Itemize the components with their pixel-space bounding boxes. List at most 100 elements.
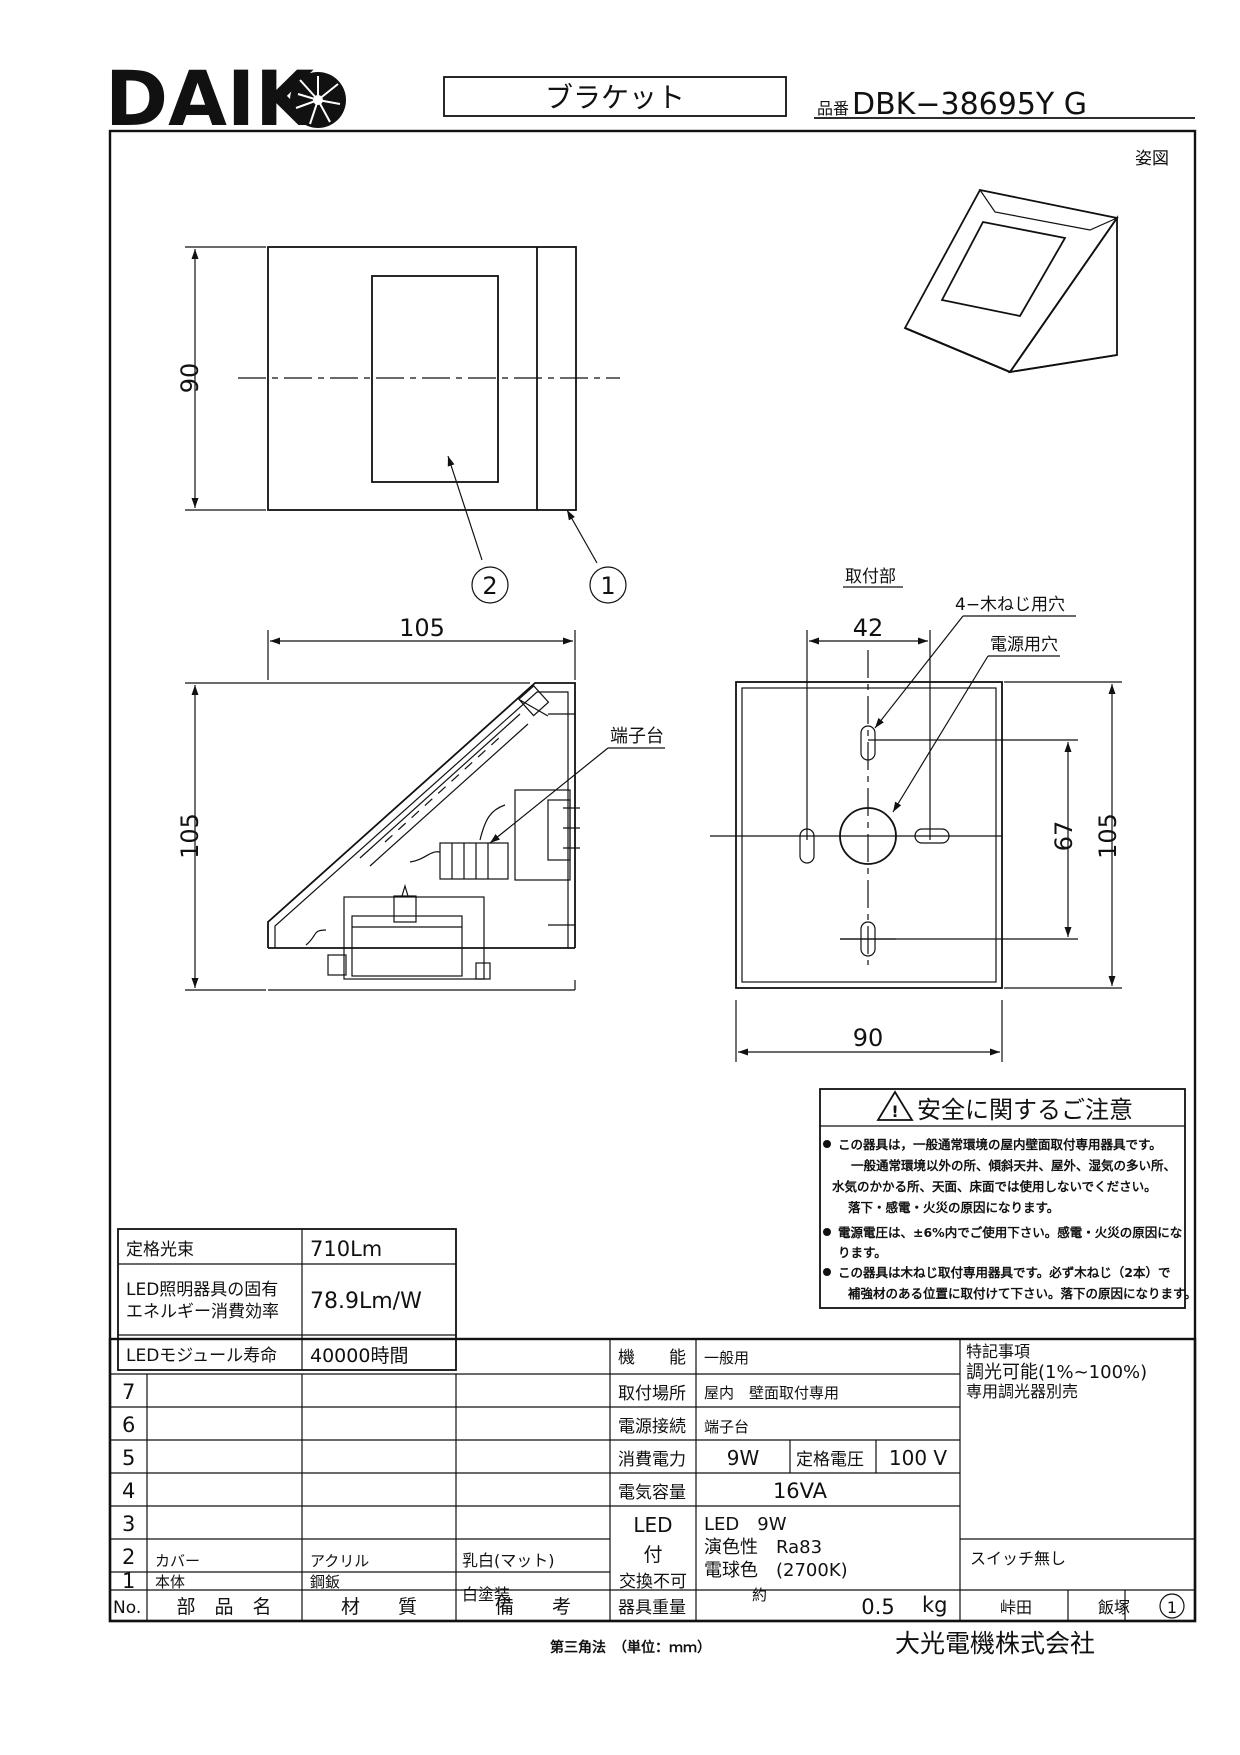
safety-line: この器具は，一般通常環境の屋内壁面取付専用器具です。 — [838, 1137, 1162, 1152]
part-no-label: 品番 — [817, 99, 849, 118]
callout-terminal: 端子台 — [610, 726, 664, 747]
voltage-value: 100 V — [889, 1446, 948, 1470]
led-label: 付 — [643, 1544, 662, 1566]
led-label: LED — [633, 1513, 672, 1537]
efficiency-label: エネルギー消費効率 — [126, 1302, 279, 1322]
parts-header-material: 材 質 — [341, 1596, 417, 1618]
logo-burst-icon — [290, 72, 346, 128]
part-row-no: 6 — [122, 1413, 135, 1437]
dim-hole-spacing: 42 — [853, 614, 884, 642]
front-view: 90 — [176, 246, 620, 564]
notes-switch: スイッチ無し — [970, 1549, 1066, 1568]
place-label: 取付場所 — [618, 1384, 686, 1404]
dim-front-height: 90 — [176, 363, 204, 394]
safety-line: この器具は木ねじ取付専用器具です。必ず木ねじ（2本）で — [838, 1265, 1170, 1280]
safety-notice: ! 安全に関するご注意 この器具は，一般通常環境の屋内壁面取付専用器具です。 一… — [819, 1088, 1197, 1309]
efficiency-label: LED照明器具の固有 — [126, 1280, 278, 1300]
weight-value: 0.5 — [861, 1595, 894, 1619]
led-label: 交換不可 — [619, 1572, 687, 1592]
parts-header-name: 部 品 名 — [176, 1596, 271, 1618]
conn-value: 端子台 — [704, 1418, 749, 1436]
callout-power-hole: 電源用穴 — [990, 635, 1058, 655]
capacity-label: 電気容量 — [618, 1483, 686, 1503]
part-no: DBK−38695Y G — [852, 87, 1087, 122]
figure-label: 姿図 — [1135, 149, 1169, 169]
notes-dimmer: 専用調光器別売 — [966, 1382, 1078, 1401]
svg-text:2: 2 — [482, 572, 497, 600]
part-row-no: 7 — [122, 1380, 135, 1404]
title-block: 7 6 5 4 3 2 1 カバー アクリル 乳白(マット) 本体 鋼鈑 白塗装… — [108, 1337, 1197, 1623]
part-name: カバー — [155, 1552, 200, 1570]
product-type-box — [443, 76, 787, 117]
product-type: ブラケット — [545, 81, 685, 114]
capacity-value: 16VA — [773, 1479, 828, 1503]
safety-line: 補強材のある位置に取付けて下さい。落下の原因になります。 — [847, 1286, 1197, 1301]
conn-label: 電源接続 — [618, 1417, 686, 1437]
safety-line: 落下・感電・火災の原因になります。 — [848, 1200, 1059, 1215]
projection-note: 第三角法 （単位：ｍｍ） — [550, 1639, 711, 1656]
weight-label: 器具重量 — [618, 1598, 686, 1618]
safety-line: 電源電圧は、±6%内でご使用下さい。感電・火災の原因にな — [838, 1225, 1182, 1240]
weight-unit: kg — [922, 1593, 948, 1617]
part-note: 乳白(マット) — [462, 1551, 555, 1570]
callout-part-2: 2 — [471, 566, 509, 604]
flux-value: 710Lm — [310, 1237, 382, 1261]
notes-title: 特記事項 — [966, 1342, 1030, 1361]
place-value: 屋内 壁面取付専用 — [704, 1384, 839, 1402]
spec-table: 定格光束 710Lm LED照明器具の固有 エネルギー消費効率 78.9Lm/W… — [117, 1228, 457, 1371]
power-label: 消費電力 — [618, 1450, 686, 1470]
revision-number: 1 — [1167, 1598, 1177, 1617]
revision-mark — [1159, 1593, 1185, 1619]
part-row-no: 3 — [122, 1512, 135, 1536]
svg-text:!: ! — [891, 1102, 898, 1121]
checker-signature: 飯塚 — [1098, 1598, 1130, 1617]
led-value: 電球色 (2700K) — [704, 1560, 848, 1581]
func-value: 一般用 — [704, 1349, 749, 1367]
part-row-no: 2 — [122, 1545, 135, 1569]
notes-dimmable: 調光可能(1%~100%) — [966, 1362, 1147, 1383]
brand-logo: DAIK — [105, 54, 346, 143]
dim-side-width: 105 — [399, 614, 445, 642]
part-row-no: 5 — [122, 1446, 135, 1470]
safety-title: 安全に関するご注意 — [917, 1096, 1133, 1124]
callout-screw-holes: 4−木ねじ用穴 — [955, 595, 1065, 615]
func-label: 機 能 — [618, 1348, 686, 1368]
power-value: 9W — [727, 1446, 760, 1470]
voltage-label: 定格電圧 — [796, 1450, 864, 1470]
weight-approx: 約 — [752, 1586, 767, 1604]
company-name: 大光電機株式会社 — [895, 1629, 1095, 1658]
led-value: LED 9W — [704, 1514, 787, 1535]
brand-wordmark: DAIK — [105, 54, 317, 143]
screw-hole-right — [914, 828, 950, 844]
part-row-no: 4 — [122, 1479, 135, 1503]
warning-icon — [876, 1090, 914, 1121]
led-value: 演色性 Ra83 — [704, 1537, 822, 1558]
part-material: アクリル — [310, 1552, 369, 1570]
part-material: 鋼鈑 — [310, 1573, 340, 1591]
dim-mount-height: 105 — [1094, 813, 1122, 859]
dim-side-height: 105 — [176, 813, 204, 859]
safety-line: 水気のかかる所、天面、床面では使用しないでください。 — [832, 1179, 1157, 1194]
part-row-no: 1 — [122, 1569, 135, 1593]
life-value: 40000時間 — [310, 1345, 408, 1367]
designer-signature: 峠田 — [1000, 1598, 1032, 1617]
side-section-view: 105 105 — [176, 614, 665, 991]
screw-hole-top — [860, 725, 876, 761]
mount-section-label: 取付部 — [845, 567, 896, 587]
flux-label: 定格光束 — [126, 1240, 194, 1260]
dim-vertical-spacing: 67 — [1050, 821, 1078, 852]
callout-part-1: 1 — [589, 566, 627, 604]
parts-header-note: 備 考 — [495, 1596, 571, 1618]
safety-line: 一般通常環境以外の所、傾斜天井、屋外、湿気の多い所、 — [851, 1158, 1176, 1173]
safety-line: ります。 — [838, 1245, 887, 1260]
life-label: LEDモジュール寿命 — [126, 1346, 277, 1366]
part-name: 本体 — [155, 1573, 185, 1591]
parts-header-no: No. — [113, 1598, 141, 1618]
svg-text:1: 1 — [600, 572, 615, 600]
dim-mount-width: 90 — [853, 1024, 884, 1052]
isometric-view — [903, 188, 1119, 374]
part-note: 白塗装 — [462, 1585, 510, 1604]
mounting-view: 42 67 105 90 — [710, 586, 1122, 1062]
efficiency-value: 78.9Lm/W — [310, 1289, 422, 1314]
